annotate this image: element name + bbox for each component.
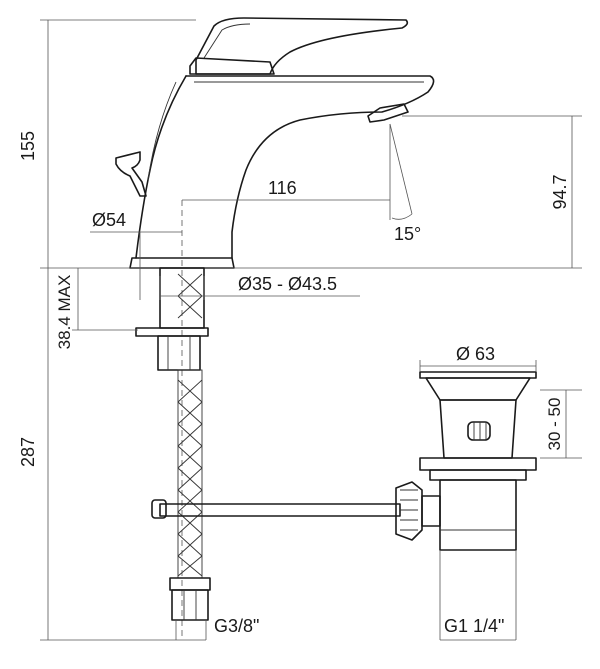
lever-handle [195,17,409,75]
dim-g3-8-label: G3/8" [214,616,259,636]
dim-15-deg-label: 15° [394,224,421,244]
drain-assembly [395,371,537,551]
dim-116-label: 116 [268,178,297,198]
spout [185,75,435,259]
dim-63-label: Ø 63 [456,344,495,364]
dim-hole-diameter-label: Ø35 - Ø43.5 [238,274,337,294]
aerator [367,103,409,123]
drain-cap [419,371,537,379]
popup-rod [159,503,401,517]
dim-g1-1-4-label: G1 1/4" [444,616,504,636]
popup-knob [115,151,147,197]
dim-94-7-label: 94.7 [550,174,570,209]
dim-155-label: 155 [18,131,38,161]
faucet-body [115,17,435,269]
dim-54-label: Ø54 [92,210,126,230]
dim-287-label: 287 [18,437,38,467]
hose-nut [169,577,211,591]
dim-30-50-label: 30 - 50 [545,398,564,451]
mounting-assembly [135,267,401,621]
dim-38-max-label: 38.4 MAX [55,275,74,350]
